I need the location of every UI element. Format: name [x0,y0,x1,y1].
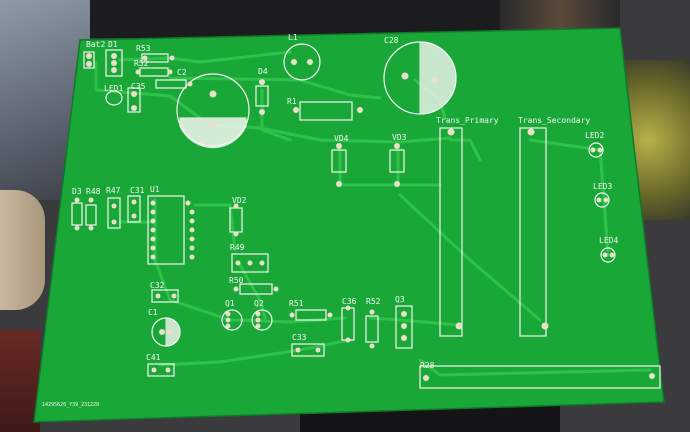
silkscreen-graphics [71,41,661,389]
label-trans-primary: Trans_Primary [436,116,499,125]
label-vd4: VD4 [334,134,349,143]
label-r52: R52 [366,297,381,306]
label-c2: C2 [177,68,187,77]
label-r47: R47 [106,186,121,195]
label-led2: LED2 [585,131,604,140]
rope-left [0,190,45,310]
red-cloth [0,330,40,432]
label-r48: R48 [86,187,101,196]
label-c32: C32 [150,281,165,290]
label-r51: R51 [289,299,304,308]
label-r50: R50 [229,276,244,285]
label-q2: Q2 [254,299,264,308]
label-c31: C31 [130,186,145,195]
label-vd3: VD3 [392,133,407,142]
label-c1: C1 [148,308,158,317]
label-r1: R1 [287,97,297,106]
copper-traces [94,50,652,377]
silkscreen-labels: Bat2 D1 R53 R52 C2 LED1 C35 L1 C28 D4 R1… [42,33,618,408]
label-q1: Q1 [225,299,235,308]
board-serial: 14295620_Y39_231228 [42,402,99,408]
label-r53: R53 [136,44,151,53]
label-l1: L1 [288,33,298,42]
solder-pads [74,53,655,381]
label-c33: C33 [292,333,307,342]
label-d4: D4 [258,67,268,76]
label-c35: C35 [131,82,146,91]
label-r28: R28 [420,361,435,370]
label-led1: LED1 [104,84,123,93]
label-bat2: Bat2 [86,40,105,49]
label-q3: Q3 [395,295,405,304]
label-r52-top: R52 [134,59,149,68]
label-led3: LED3 [593,182,612,191]
label-c28: C28 [384,36,399,45]
label-d3: D3 [72,187,82,196]
label-d1: D1 [108,40,118,49]
wires-top-right [500,0,620,30]
label-trans-secondary: Trans_Secondary [518,116,590,125]
label-u1: U1 [150,185,160,194]
label-led4: LED4 [599,236,618,245]
label-c36: C36 [342,297,357,306]
label-vd2: VD2 [232,196,247,205]
pcb-substrate [33,27,665,423]
label-c41: C41 [146,353,161,362]
label-r49: R49 [230,243,245,252]
